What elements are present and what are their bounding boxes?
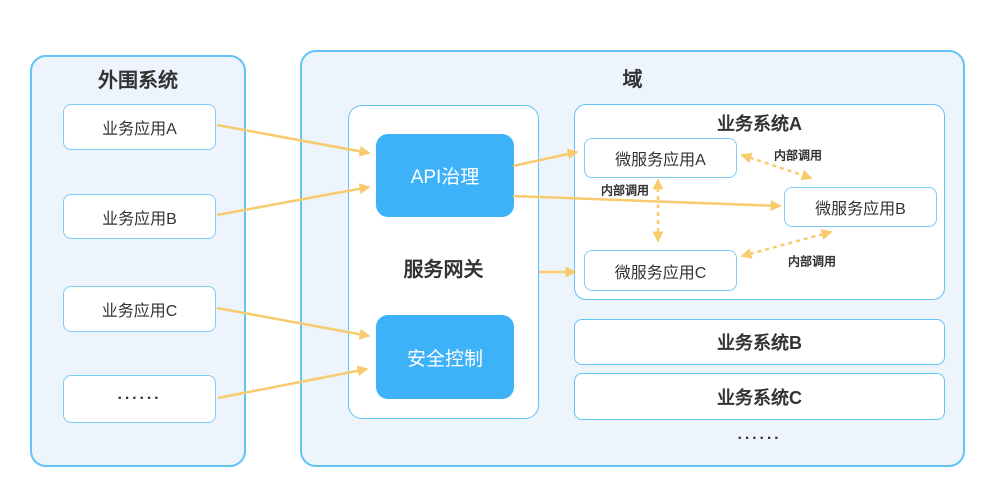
business-app-a-box: 业务应用A	[63, 104, 216, 150]
microservice-app-b-box: 微服务应用B	[784, 187, 937, 227]
domain-panel: 域 API治理 服务网关 安全控制 业务系统A 微服务应用A 微服务应用B 微服…	[300, 50, 965, 467]
business-app-c-box: 业务应用C	[63, 286, 216, 332]
internal-call-label-a-c: 内部调用	[600, 183, 650, 198]
business-system-b-box: 业务系统B	[574, 319, 945, 365]
microservice-app-c-box: 微服务应用C	[584, 250, 737, 291]
business-system-a-box: 业务系统A 微服务应用A 微服务应用B 微服务应用C	[574, 104, 945, 300]
business-system-c-box: 业务系统C	[574, 373, 945, 420]
security-control-module: 安全控制	[376, 315, 514, 399]
business-system-a-title: 业务系统A	[717, 114, 802, 134]
service-gateway-title: 服务网关	[403, 259, 484, 281]
more-systems-ellipsis: ······	[737, 430, 782, 447]
peripheral-systems-panel: 外围系统 业务应用A 业务应用B 业务应用C ······	[30, 55, 246, 467]
business-app-more-box: ······	[63, 375, 216, 423]
business-app-b-box: 业务应用B	[63, 194, 216, 239]
domain-title: 域	[622, 69, 643, 91]
internal-call-label-a-b: 内部调用	[773, 148, 823, 163]
api-governance-module: API治理	[376, 134, 514, 217]
peripheral-systems-title: 外围系统	[98, 70, 178, 92]
microservice-app-a-box: 微服务应用A	[584, 138, 737, 178]
service-gateway-box: API治理 服务网关 安全控制	[348, 105, 539, 419]
internal-call-label-c-b: 内部调用	[787, 254, 837, 269]
